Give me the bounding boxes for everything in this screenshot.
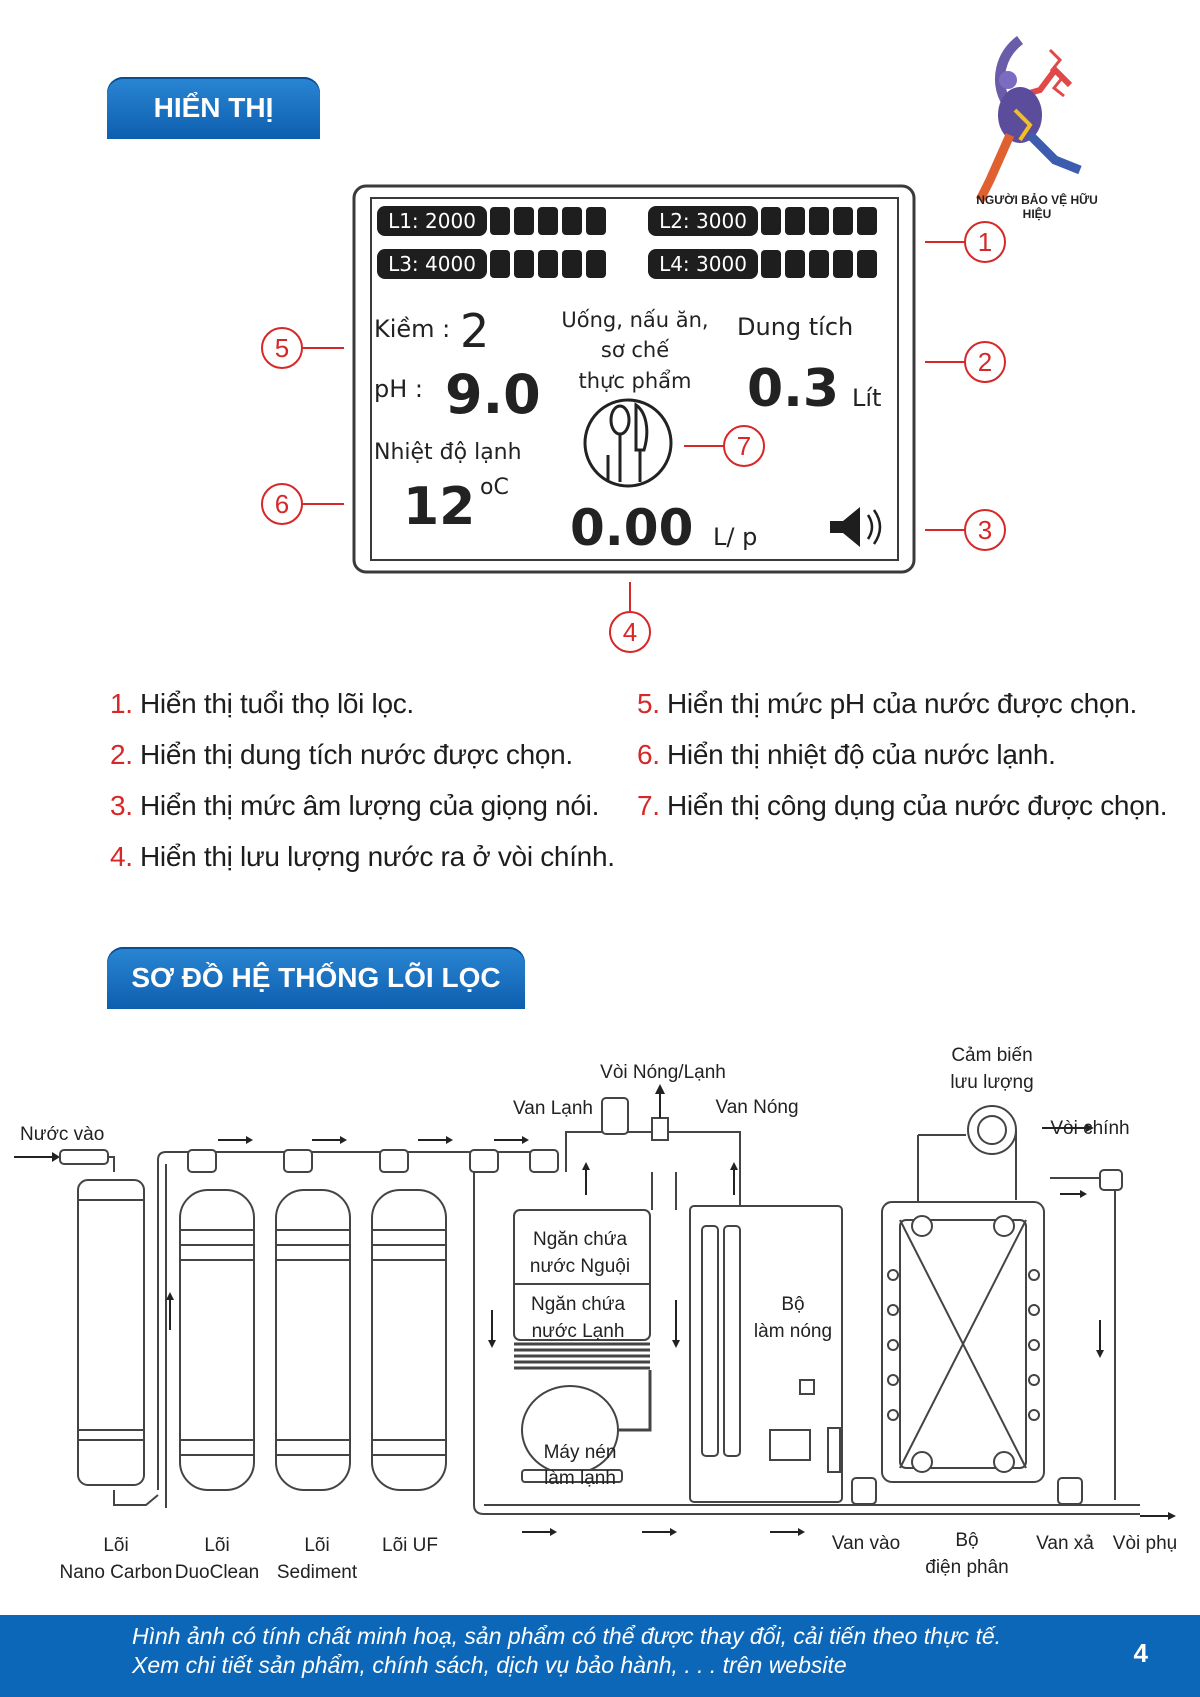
legend-right: 5.Hiển thị mức pH của nước được chọn. 6.… <box>637 688 1168 841</box>
label-van-nong: Van Nóng <box>715 1097 798 1118</box>
label-van-vao: Van vào <box>832 1533 900 1554</box>
section-title-filter-system: SƠ ĐỒ HỆ THỐNG LÕI LỌC <box>107 947 525 1009</box>
legend-left: 1.Hiển thị tuổi thọ lõi lọc. 2.Hiển thị … <box>110 688 615 892</box>
volume-label: Dung tích <box>737 313 853 341</box>
usage-line-2: sơ chế <box>601 338 669 362</box>
flow-sensor <box>967 1105 1017 1155</box>
callout-4: 4 <box>609 582 651 653</box>
filter-life-row-1: L1: 2000 L2: 3000 <box>377 206 877 236</box>
legend-item-4: 4.Hiển thị lưu lượng nước ra ở vòi chính… <box>110 841 615 872</box>
filter-nano-carbon <box>77 1179 145 1486</box>
temp-value: 12 <box>403 477 475 537</box>
legend-item-2: 2.Hiển thị dung tích nước được chọn. <box>110 739 573 770</box>
legend-item-6: 6.Hiển thị nhiệt độ của nước lạnh. <box>637 739 1056 770</box>
temp-unit: oC <box>480 475 509 500</box>
lcd-frame <box>352 184 916 574</box>
usage-line-3: thực phẩm <box>578 369 691 393</box>
label-ngan-nguoi-1: Ngăn chứa <box>533 1229 627 1250</box>
filter-duoclean <box>179 1189 255 1491</box>
label-may-nen-1: Máy nén <box>544 1442 617 1463</box>
label-ngan-nguoi-2: nước Nguội <box>530 1256 630 1277</box>
label-ngan-lanh-2: nước Lạnh <box>532 1321 625 1342</box>
callout-6-label: 6 <box>275 489 289 519</box>
section-title-display-text: HIỂN THỊ <box>153 92 274 123</box>
athlete-logo-icon <box>975 36 1082 203</box>
flow-arrows <box>166 1124 1176 1536</box>
label-cam-bien-2: lưu lượng <box>950 1072 1033 1093</box>
lcd-screen <box>370 197 899 561</box>
flow-value: 0.00 <box>570 499 693 557</box>
label-nuoc-vao: Nước vào <box>20 1124 104 1145</box>
volume-unit: Lít <box>852 384 881 412</box>
label-loi1-b: Nano Carbon <box>59 1562 172 1583</box>
label-bo-dien-phan-2: điện phân <box>925 1557 1008 1578</box>
label-cam-bien-1: Cảm biến <box>951 1045 1032 1066</box>
label-bo-lam-nong-2: làm nóng <box>754 1321 832 1342</box>
filter-l1-label: L1: 2000 <box>388 209 476 233</box>
filter-l4-label: L4: 3000 <box>659 252 747 276</box>
footer-website-note: Xem chi tiết sản phẩm, chính sách, dịch … <box>132 1652 847 1678</box>
label-loi3-b: Sediment <box>277 1562 358 1583</box>
legend-item-5: 5.Hiển thị mức pH của nước được chọn. <box>637 688 1137 719</box>
page-number: 4 <box>1133 1638 1148 1668</box>
legend-item-3: 3.Hiển thị mức âm lượng của giọng nói. <box>110 790 600 821</box>
callout-5-label: 5 <box>275 333 289 363</box>
label-van-xa: Van xả <box>1036 1533 1094 1554</box>
label-loi3-a: Lõi <box>304 1535 329 1556</box>
utensils-icon <box>583 398 673 488</box>
section-title-filter-system-text: SƠ ĐỒ HỆ THỐNG LÕI LỌC <box>131 962 501 993</box>
label-loi2-a: Lõi <box>204 1535 229 1556</box>
callout-7-label: 7 <box>737 431 751 461</box>
usage-line-1: Uống, nấu ăn, <box>561 308 708 332</box>
brand-logo <box>960 30 1110 210</box>
filter-uf <box>371 1189 447 1491</box>
callout-1-label: 1 <box>978 227 992 257</box>
callout-7: 7 <box>684 425 765 467</box>
label-ngan-lanh-1: Ngăn chứa <box>531 1294 625 1315</box>
volume-value: 0.3 <box>747 359 839 419</box>
callout-5: 5 <box>261 327 344 369</box>
callout-2: 2 <box>925 341 1006 383</box>
footer-disclaimer: Hình ảnh có tính chất minh hoạ, sản phẩm… <box>132 1623 1002 1649</box>
callout-1: 1 <box>925 221 1006 263</box>
filter-life-row-2: L3: 4000 L4: 3000 <box>377 249 877 279</box>
callout-2-label: 2 <box>978 347 992 377</box>
label-voi-phu: Vòi phụ <box>1113 1533 1177 1554</box>
label-bo-dien-phan-1: Bộ <box>955 1530 978 1551</box>
ph-label: pH : <box>374 375 423 403</box>
label-loi4: Lõi UF <box>382 1535 438 1556</box>
label-may-nen-2: làm lạnh <box>544 1468 616 1489</box>
callout-6: 6 <box>261 483 344 525</box>
footer-bar <box>0 1615 1200 1697</box>
filter-sediment <box>275 1189 351 1491</box>
heater <box>689 1205 843 1503</box>
callout-4-label: 4 <box>623 617 637 647</box>
kiem-label: Kiềm : <box>374 315 450 343</box>
label-voi-nong-lanh: Vòi Nóng/Lạnh <box>600 1062 726 1083</box>
speaker-icon <box>830 507 882 547</box>
ph-value: 9.0 <box>445 363 541 426</box>
label-loi2-b: DuoClean <box>175 1562 260 1583</box>
logo-caption: NGƯỜI BẢO VỆ HỮU HIỆU <box>976 193 1098 221</box>
legend-item-1: 1.Hiển thị tuổi thọ lõi lọc. <box>110 688 414 719</box>
section-title-display: HIỂN THỊ <box>107 77 320 139</box>
water-tank <box>513 1209 651 1341</box>
filter-l2-label: L2: 3000 <box>659 209 747 233</box>
label-loi1-a: Lõi <box>103 1535 128 1556</box>
legend-item-7: 7.Hiển thị công dụng của nước được chọn. <box>637 790 1168 821</box>
label-bo-lam-nong-1: Bộ <box>781 1294 804 1315</box>
callout-3: 3 <box>925 509 1006 551</box>
kiem-value: 2 <box>460 304 489 358</box>
filter-l3-label: L3: 4000 <box>388 252 476 276</box>
label-voi-chinh: Vòi chính <box>1050 1118 1129 1139</box>
callout-3-label: 3 <box>978 515 992 545</box>
label-van-lanh: Van Lạnh <box>513 1098 593 1119</box>
temp-label: Nhiệt độ lạnh <box>374 440 522 465</box>
flow-unit: L/ p <box>713 523 757 551</box>
filter-system-diagram <box>14 1084 1140 1515</box>
